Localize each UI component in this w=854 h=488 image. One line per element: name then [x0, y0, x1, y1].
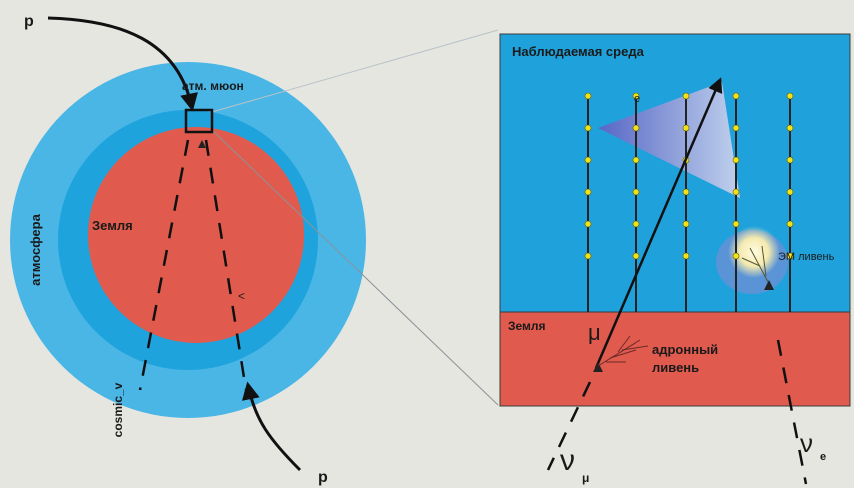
optical-module: [632, 252, 640, 260]
nu-mu-label: ν: [560, 444, 575, 477]
optical-module: [786, 252, 794, 260]
interaction-vertex: [593, 362, 603, 372]
muon-track: [594, 77, 723, 369]
proton-arrow-top: [47, 16, 198, 112]
cosmic-label: cosmic_v: [111, 382, 125, 437]
optical-module: [732, 92, 740, 100]
optical-module: [632, 220, 640, 228]
atm-muon-label: атм. мюон: [182, 79, 244, 93]
optical-module: [584, 252, 592, 260]
small-mark: <: [238, 289, 245, 303]
optical-module: [682, 220, 690, 228]
mu-label: μ: [588, 320, 601, 345]
hadron-shower: [597, 335, 649, 367]
optical-module: [682, 188, 690, 196]
optical-module: [786, 92, 794, 100]
neutrino-paths-right: [546, 339, 808, 485]
optical-module: [632, 92, 640, 100]
optical-module: [732, 156, 740, 164]
observed-medium-label: Наблюдаемая среда: [512, 44, 645, 59]
optical-module: [786, 188, 794, 196]
cherenkov-cone: [598, 82, 740, 198]
detector-earth-area: [500, 312, 850, 406]
optical-module: [682, 124, 690, 132]
optical-module: [786, 220, 794, 228]
neutrino-paths-left: [138, 139, 248, 391]
projection-line-bottom: [211, 129, 499, 406]
optical-module: [632, 156, 640, 164]
atmosphere-label: атмосфера: [28, 213, 43, 285]
optical-module: [732, 124, 740, 132]
optical-module: [682, 252, 690, 260]
hadron-shower-label-2: ливень: [652, 360, 699, 375]
optical-module: [632, 124, 640, 132]
earth-core: [88, 127, 304, 343]
optical-module: [732, 188, 740, 196]
detector-location-box: [184, 108, 214, 134]
small-e-label: e: [634, 93, 640, 105]
optical-module: [584, 220, 592, 228]
optical-module: [584, 92, 592, 100]
optical-module: [732, 252, 740, 260]
optical-module: [786, 156, 794, 164]
detector-marker: [198, 140, 206, 148]
em-shower-label: ЭМ ливень: [778, 251, 835, 263]
optical-module: [584, 124, 592, 132]
optical-module: [584, 188, 592, 196]
nu-e-subscript: e: [820, 451, 826, 463]
em-vertex: [764, 280, 774, 290]
nu-e-label: ν: [800, 428, 813, 458]
proton-label-top: p: [24, 13, 34, 30]
proton-arrow-bottom: [242, 381, 302, 472]
earth-globe: [10, 62, 366, 418]
observed-medium-area: [500, 34, 850, 312]
optical-module: [682, 92, 690, 100]
hadron-shower-label-1: адронный: [652, 342, 718, 357]
optical-module: [632, 188, 640, 196]
earth-label-right: Земля: [508, 319, 546, 333]
optical-modules: [584, 92, 794, 260]
projection-line-top: [211, 29, 499, 113]
optical-module: [732, 220, 740, 228]
nu-mu-subscript: μ: [582, 471, 589, 485]
optical-module: [584, 156, 592, 164]
detector-panel: Наблюдаемая среда e ЭМ ливень Земля μ ад…: [499, 33, 851, 485]
em-shower-sketch: [741, 245, 769, 283]
em-shower-glow: [728, 226, 780, 278]
earth-label-left: Земля: [92, 218, 133, 233]
proton-label-bottom: p: [318, 469, 328, 486]
optical-module: [786, 124, 794, 132]
